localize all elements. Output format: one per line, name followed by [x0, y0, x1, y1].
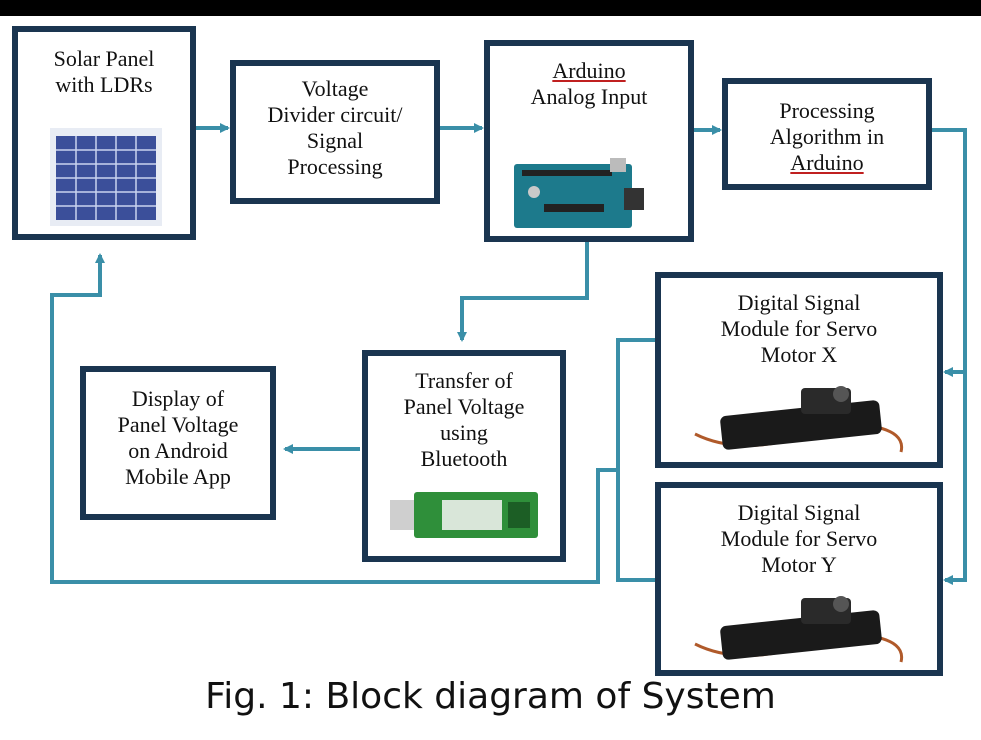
display-label-1: Display of: [131, 386, 225, 411]
arduino-label-2: Analog Input: [530, 84, 648, 109]
servo-x-label-3: Motor X: [760, 342, 838, 367]
solar-panel-block: Solar Panel with LDRs: [12, 26, 196, 240]
divider-label-1: Voltage: [301, 76, 369, 101]
bluetooth-module-image: [390, 492, 538, 538]
servo-y-label-1: Digital Signal: [737, 500, 861, 525]
arduino-analog-input-block: Arduino Analog Input: [484, 40, 694, 242]
servo-loop-line: [616, 338, 655, 582]
divider-label-2: Divider circuit/: [267, 102, 403, 127]
display-label-2: Panel Voltage: [117, 412, 239, 437]
servo-y-label-2: Module for Servo: [720, 526, 878, 551]
bluetooth-label-2: Panel Voltage: [403, 394, 525, 419]
bluetooth-label-3: using: [440, 420, 488, 445]
servo-motor-y-block: Digital Signal Module for Servo Motor Y: [655, 482, 943, 676]
divider-label-4: Processing: [287, 154, 383, 179]
figure-caption: Fig. 1: Block diagram of System: [205, 676, 776, 717]
servo-motor-image: [694, 596, 904, 663]
top-rule: [0, 0, 981, 16]
display-label-4: Mobile App: [125, 464, 231, 489]
processing-algorithm-block: Processing Algorithm in Arduino: [722, 78, 932, 190]
bluetooth-label-4: Bluetooth: [420, 446, 508, 471]
servo-y-label-3: Motor Y: [761, 552, 837, 577]
servo-x-label-1: Digital Signal: [737, 290, 861, 315]
solar-label-2: with LDRs: [55, 72, 153, 97]
algorithm-label-3: Arduino: [790, 150, 864, 175]
servo-motor-x-block: Digital Signal Module for Servo Motor X: [655, 272, 943, 468]
bluetooth-label-1: Transfer of: [415, 368, 513, 393]
bluetooth-transfer-block: Transfer of Panel Voltage using Bluetoot…: [362, 350, 566, 562]
servo-x-label-2: Module for Servo: [720, 316, 878, 341]
algorithm-label-2: Algorithm in: [769, 124, 885, 149]
servo-motor-image: [694, 386, 904, 453]
arrow-feedback-to-solar: [50, 253, 618, 584]
display-label-3: on Android: [128, 438, 228, 463]
arduino-board-image: [514, 158, 644, 228]
arduino-label-1: Arduino: [552, 58, 626, 83]
divider-label-3: Signal: [306, 128, 364, 153]
voltage-divider-block: Voltage Divider circuit/ Signal Processi…: [230, 60, 440, 204]
algorithm-label-1: Processing: [779, 98, 875, 123]
arrow-arduino-to-bluetooth: [457, 240, 589, 342]
solar-panel-image: [50, 128, 162, 226]
android-display-block: Display of Panel Voltage on Android Mobi…: [80, 366, 276, 520]
solar-label-1: Solar Panel: [53, 46, 155, 71]
arrow-algorithm-to-servo-y: [930, 128, 967, 585]
